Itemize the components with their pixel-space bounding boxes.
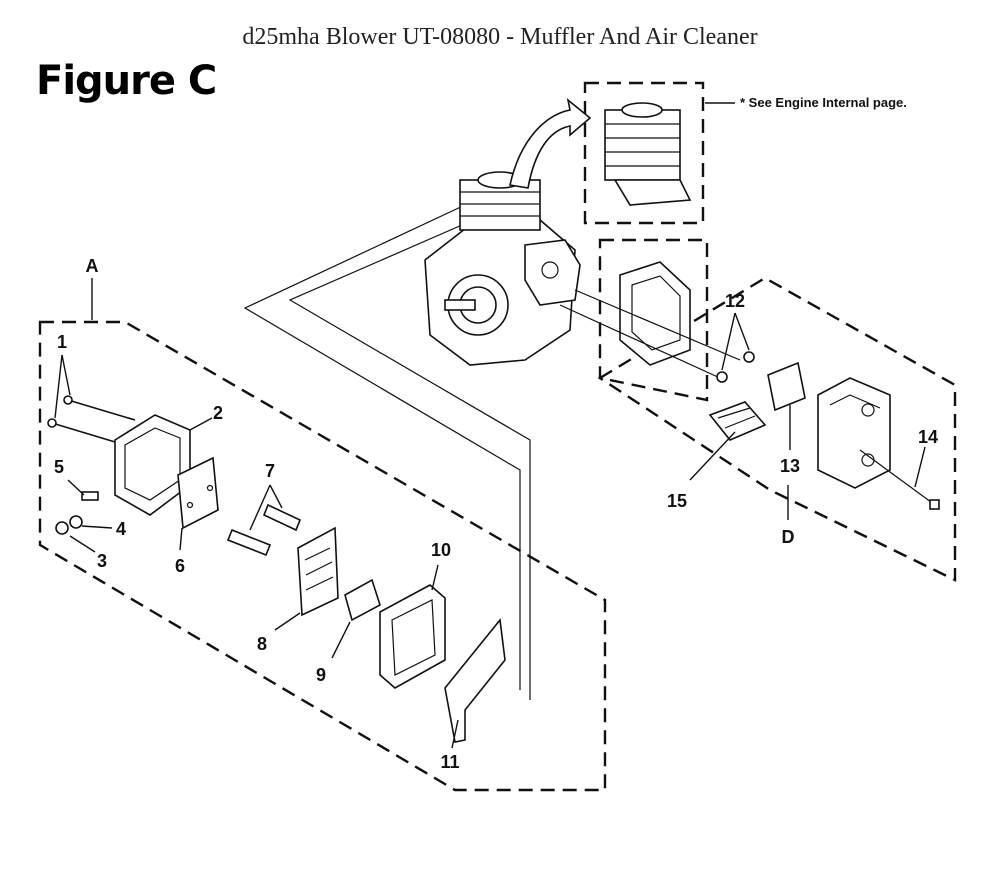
group-a-outline xyxy=(38,320,607,792)
engine-block xyxy=(243,171,581,700)
part-10-cover xyxy=(379,564,446,689)
curved-arrow xyxy=(509,97,592,189)
part-1-screws xyxy=(47,354,136,446)
figure-label: Figure C xyxy=(36,58,217,104)
part-7-tubes xyxy=(226,484,302,557)
part-12-nuts xyxy=(716,312,755,383)
callout-10: 10 xyxy=(431,540,451,560)
callout-13: 13 xyxy=(780,456,800,476)
part-3-4-5-hardware xyxy=(55,479,113,553)
callout-2: 2 xyxy=(213,403,223,423)
callout-6: 6 xyxy=(175,556,185,576)
callout-15: 15 xyxy=(667,491,687,511)
part-9-gasket xyxy=(331,578,381,659)
group-d-label: D xyxy=(782,527,795,547)
group-a-label: A xyxy=(86,256,99,276)
callout-14: 14 xyxy=(918,427,938,447)
carburetor-outline xyxy=(598,238,709,402)
cylinder-part xyxy=(604,102,692,206)
page-title: d25mha Blower UT-08080 - Muffler And Air… xyxy=(242,24,758,50)
callout-9: 9 xyxy=(316,665,326,685)
part-11-plate xyxy=(444,618,506,749)
callout-1: 1 xyxy=(57,332,67,352)
callout-8: 8 xyxy=(257,634,267,654)
part-6-filter xyxy=(177,456,219,551)
carburetor-adapter xyxy=(559,261,741,379)
part-15-baffle xyxy=(689,401,767,481)
part-13-screen xyxy=(767,361,806,450)
part-8-screen xyxy=(274,526,339,631)
engine-internal-note: * See Engine Internal page. xyxy=(740,95,907,110)
callout-7: 7 xyxy=(265,461,275,481)
callout-11: 11 xyxy=(440,752,459,772)
callout-4: 4 xyxy=(116,519,126,539)
group-d-outline xyxy=(597,276,957,582)
part-14-muffler xyxy=(817,377,940,510)
callout-12: 12 xyxy=(725,291,745,311)
callout-5: 5 xyxy=(54,457,64,477)
engine-internal-outline xyxy=(583,81,705,225)
callout-3: 3 xyxy=(97,551,107,571)
